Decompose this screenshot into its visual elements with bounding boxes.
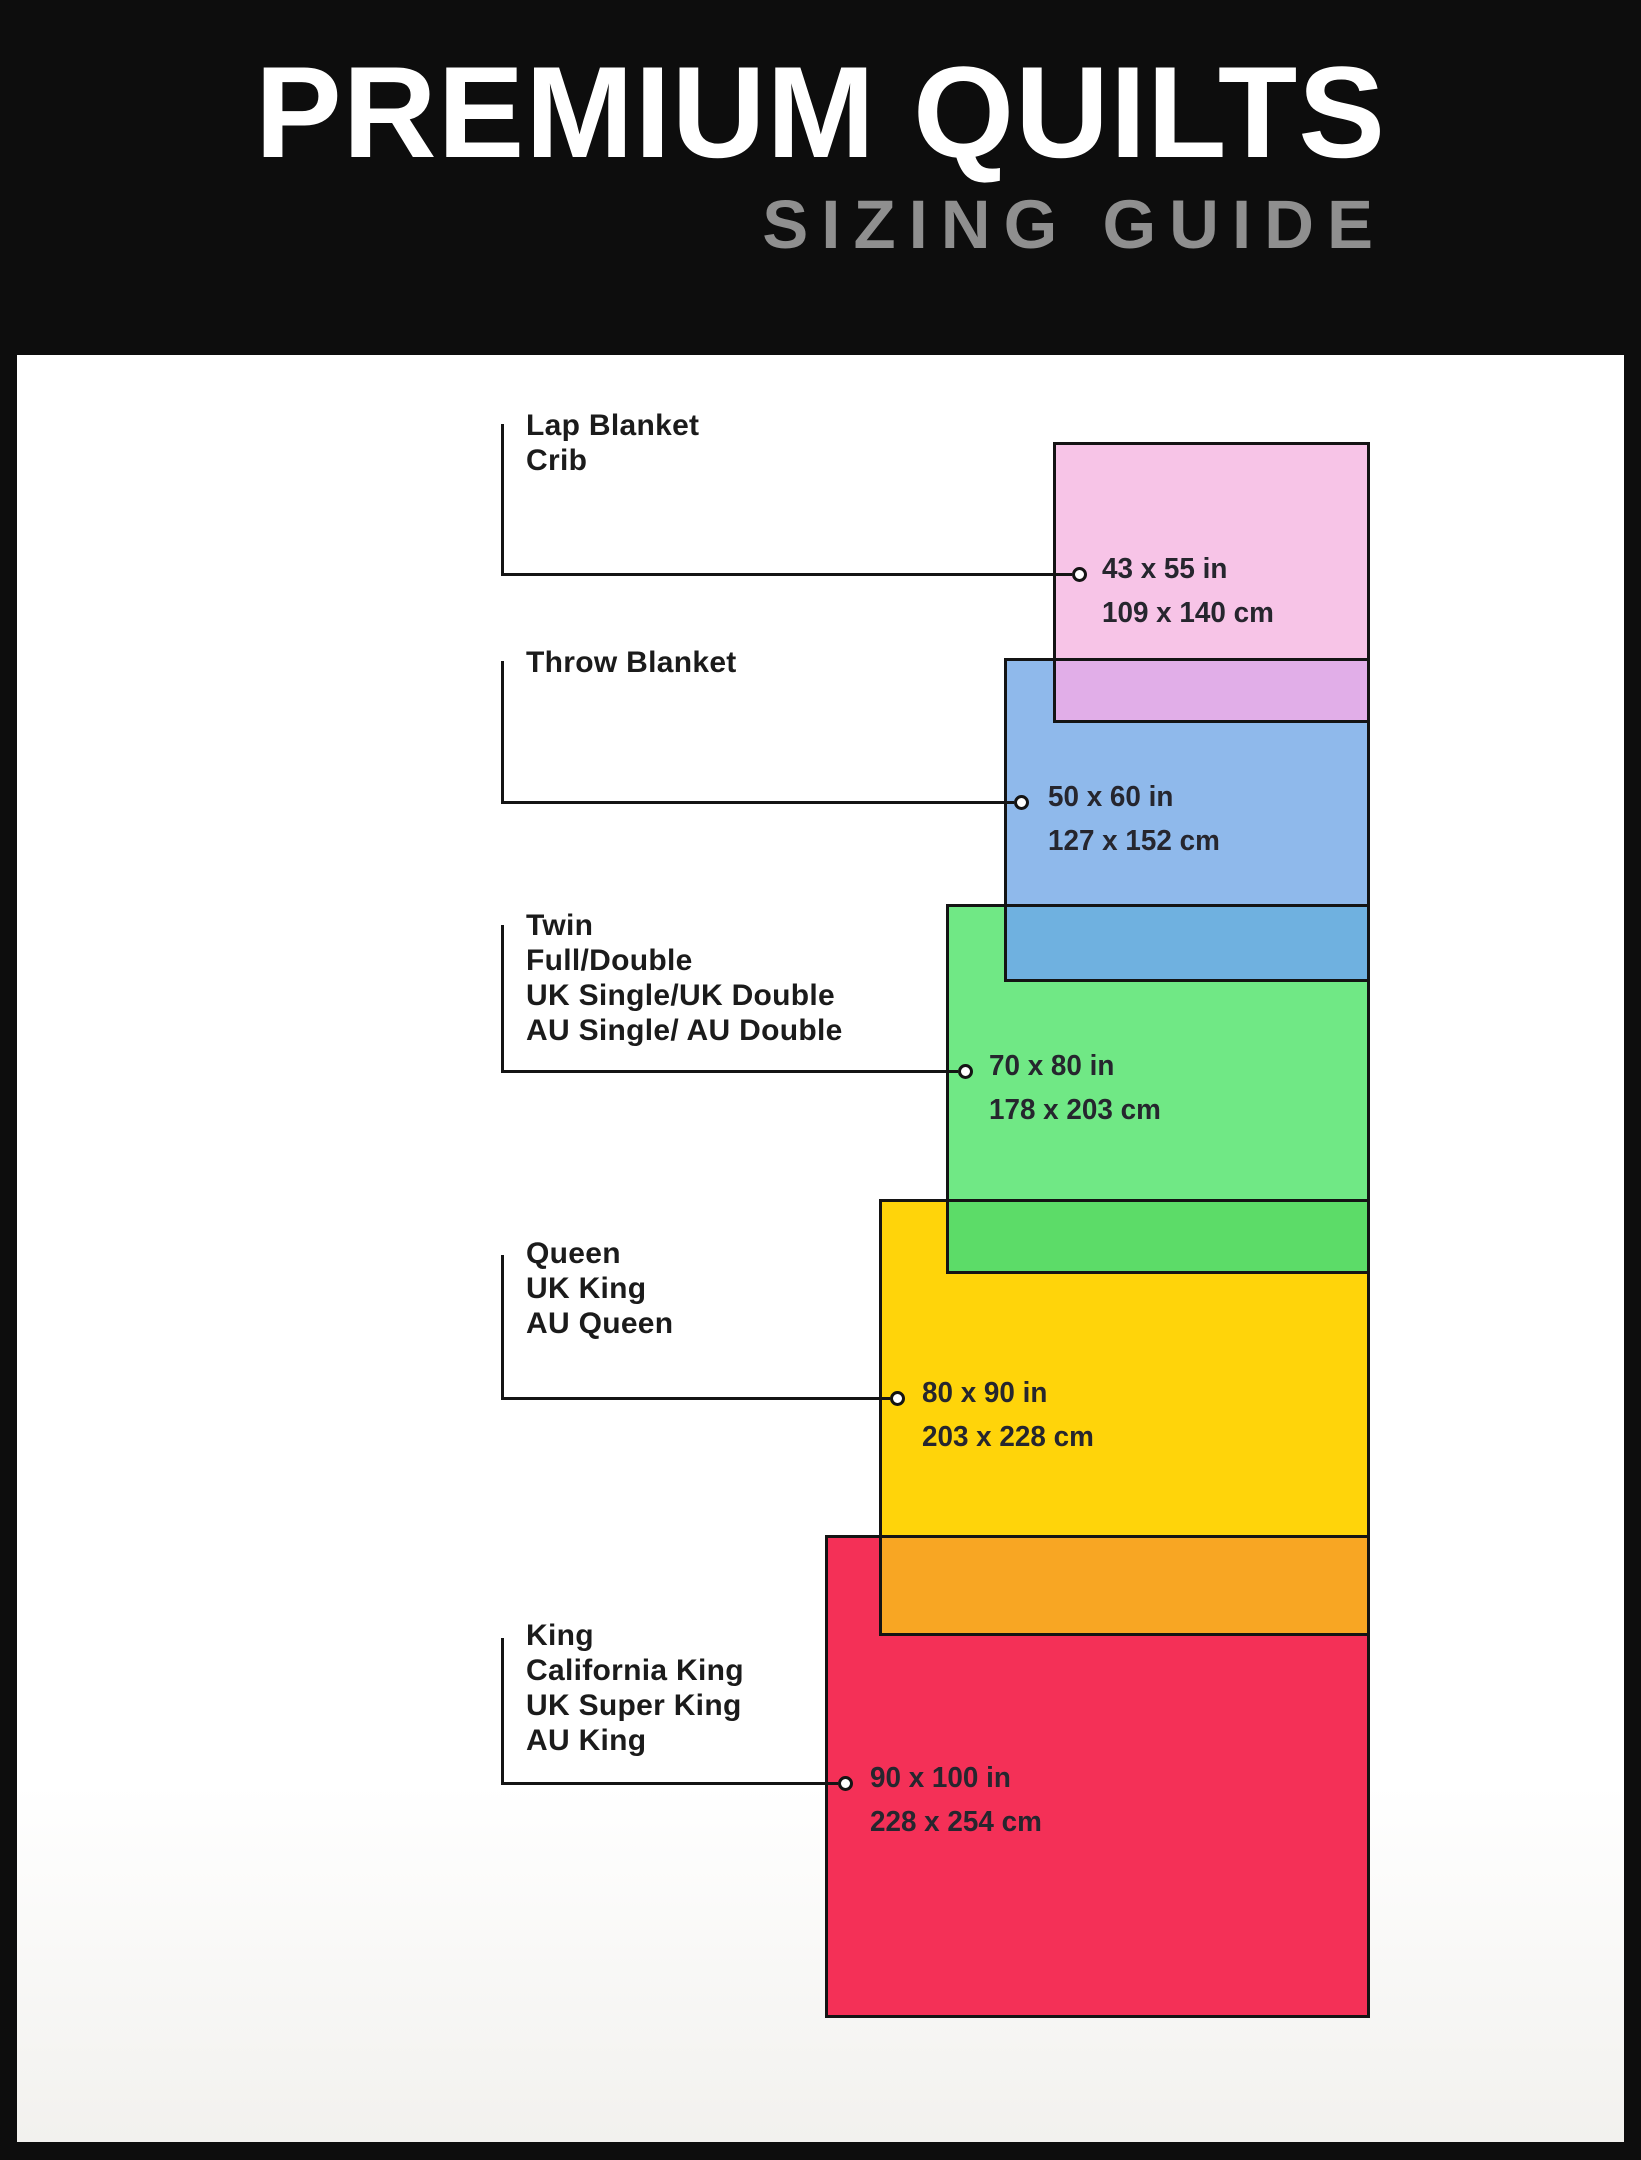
connector-line-horizontal <box>501 573 1072 576</box>
size-label-line: Queen <box>526 1237 621 1270</box>
size-label-throw: Throw Blanket <box>526 645 737 680</box>
size-label-line: AU Single/ AU Double <box>526 1014 843 1047</box>
size-label-line: AU Queen <box>526 1307 674 1340</box>
size-label-line: Lap Blanket <box>526 409 700 442</box>
dimension-cm: 228 x 254 cm <box>870 1806 1042 1838</box>
size-label-line: UK Single/UK Double <box>526 979 836 1012</box>
size-label-line: California King <box>526 1654 744 1687</box>
connector-line-horizontal <box>501 1070 958 1073</box>
dimension-cm: 178 x 203 cm <box>989 1094 1161 1126</box>
connector-dot <box>1072 567 1087 582</box>
page-title: PREMIUM QUILTS <box>255 39 1386 185</box>
size-label-line: Twin <box>526 909 594 942</box>
dimension-inches: 80 x 90 in <box>922 1377 1048 1409</box>
dimension-cm: 127 x 152 cm <box>1048 825 1220 857</box>
header-text-block: PREMIUM QUILTS SIZING GUIDE <box>255 44 1386 262</box>
dimension-cm: 109 x 140 cm <box>1102 597 1274 629</box>
size-dimensions-queen: 80 x 90 in 203 x 228 cm <box>922 1371 1094 1459</box>
overlap-green-yellow <box>946 1199 1370 1274</box>
size-dimensions-throw: 50 x 60 in 127 x 152 cm <box>1048 775 1220 863</box>
size-label-line: Crib <box>526 444 588 477</box>
dimension-inches: 50 x 60 in <box>1048 781 1174 813</box>
connector-line-horizontal <box>501 1397 890 1400</box>
overlap-yellow-red <box>879 1535 1370 1636</box>
size-dimensions-twin: 70 x 80 in 178 x 203 cm <box>989 1044 1161 1132</box>
connector-dot <box>958 1064 973 1079</box>
connector-dot <box>890 1391 905 1406</box>
connector-line-vertical <box>501 424 504 576</box>
connector-dot <box>1014 795 1029 810</box>
connector-line-horizontal <box>501 801 1014 804</box>
connector-line-horizontal <box>501 1782 838 1785</box>
connector-line-vertical <box>501 661 504 804</box>
connector-line-vertical <box>501 1255 504 1400</box>
size-label-line: Throw Blanket <box>526 646 737 679</box>
connector-dot <box>838 1776 853 1791</box>
content-panel <box>17 355 1624 2142</box>
size-dimensions-king: 90 x 100 in 228 x 254 cm <box>870 1756 1042 1844</box>
dimension-inches: 70 x 80 in <box>989 1050 1115 1082</box>
dimension-cm: 203 x 228 cm <box>922 1421 1094 1453</box>
size-label-lap-crib: Lap Blanket Crib <box>526 408 699 478</box>
header: PREMIUM QUILTS SIZING GUIDE <box>0 0 1641 355</box>
size-label-twin: Twin Full/Double UK Single/UK Double AU … <box>526 908 843 1048</box>
size-label-queen: Queen UK King AU Queen <box>526 1236 673 1341</box>
overlap-pink-blue <box>1053 658 1370 723</box>
connector-line-vertical <box>501 1638 504 1785</box>
size-label-line: King <box>526 1619 594 1652</box>
dimension-inches: 43 x 55 in <box>1102 553 1228 585</box>
connector-line-vertical <box>501 925 504 1073</box>
dimension-inches: 90 x 100 in <box>870 1762 1011 1794</box>
overlap-blue-green <box>1004 904 1370 982</box>
size-label-line: Full/Double <box>526 944 693 977</box>
size-label-king: King California King UK Super King AU Ki… <box>526 1618 744 1758</box>
size-label-line: UK King <box>526 1272 647 1305</box>
size-dimensions-lap-crib: 43 x 55 in 109 x 140 cm <box>1102 547 1274 635</box>
page-subtitle: SIZING GUIDE <box>762 185 1386 263</box>
size-label-line: AU King <box>526 1724 647 1757</box>
size-label-line: UK Super King <box>526 1689 742 1722</box>
